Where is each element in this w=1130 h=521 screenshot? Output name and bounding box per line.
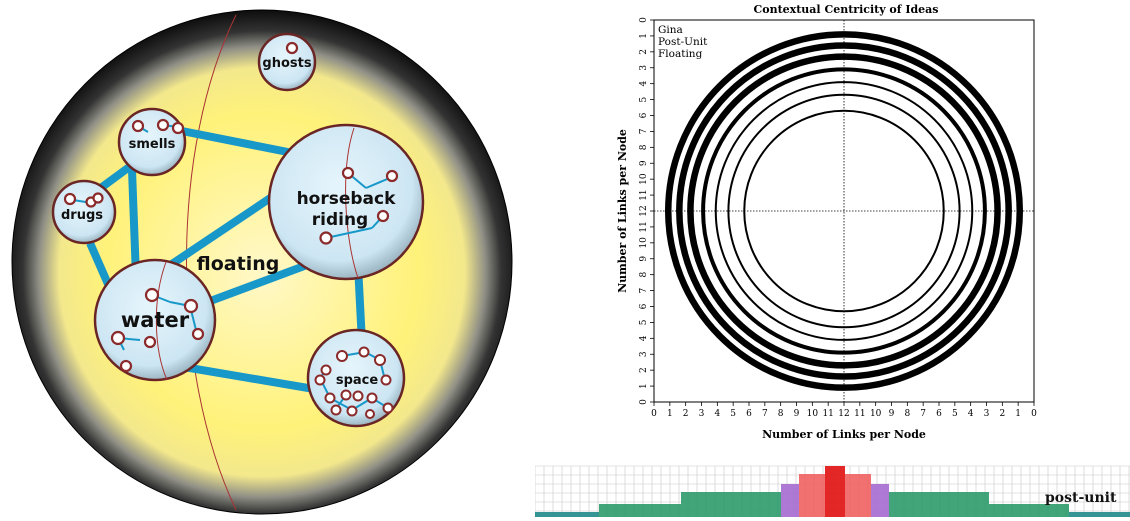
legend-gina: Gina bbox=[658, 24, 683, 36]
cluster-drugs: drugs bbox=[51, 179, 117, 245]
post-unit-strip: post-unit bbox=[534, 462, 1130, 517]
x-tick-label: 4 bbox=[714, 409, 720, 419]
legend-post-unit: Post-Unit bbox=[658, 36, 708, 48]
y-tick-label: 5 bbox=[639, 319, 649, 325]
link-smells-drugs bbox=[95, 161, 135, 194]
cluster-label-riding: riding bbox=[312, 210, 368, 230]
x-tick-label: 1 bbox=[667, 409, 673, 419]
x-tick-label: 0 bbox=[1031, 409, 1037, 419]
x-tick-label: 1 bbox=[1015, 409, 1021, 419]
strip-bar bbox=[781, 484, 799, 517]
y-tick-label: 8 bbox=[639, 144, 649, 150]
y-tick-label: 2 bbox=[639, 367, 649, 373]
y-tick-label: 7 bbox=[639, 128, 649, 134]
y-tick-label: 4 bbox=[639, 335, 649, 341]
x-tick-label: 5 bbox=[952, 409, 958, 419]
y-tick-label: 11 bbox=[639, 221, 649, 232]
x-tick-label: 3 bbox=[699, 409, 705, 419]
x-tick-label: 8 bbox=[778, 409, 784, 419]
cluster-horseback-riding: horseback riding bbox=[267, 123, 425, 281]
x-tick-label: 9 bbox=[794, 409, 800, 419]
strip-bar bbox=[681, 492, 781, 517]
cluster-space: space bbox=[306, 328, 406, 428]
x-tick-label: 0 bbox=[651, 409, 657, 419]
y-tick-label: 10 bbox=[639, 237, 649, 249]
y-tick-label: 10 bbox=[639, 173, 649, 185]
cluster-water: water bbox=[93, 258, 217, 382]
y-tick-label: 6 bbox=[639, 112, 649, 118]
y-tick-label: 8 bbox=[639, 272, 649, 278]
x-tick-label: 8 bbox=[904, 409, 910, 419]
cluster-ghosts: ghosts bbox=[257, 32, 317, 92]
strip-bar bbox=[1069, 512, 1130, 517]
x-tick-label: 11 bbox=[822, 409, 833, 419]
central-label-floating: floating bbox=[197, 253, 280, 275]
centricity-chart-panel: Contextual Centricity of Ideas Gina Post… bbox=[560, 0, 1130, 460]
x-tick-label: 2 bbox=[999, 409, 1005, 419]
strip-bar bbox=[825, 466, 845, 517]
link-water-horseback-b bbox=[203, 258, 317, 307]
y-tick-label: 5 bbox=[639, 96, 649, 102]
meridian-line bbox=[186, 14, 237, 511]
x-tick-label: 4 bbox=[968, 409, 974, 419]
strip-bar bbox=[599, 504, 681, 517]
y-tick-label: 3 bbox=[639, 65, 649, 71]
outer-sphere-edge bbox=[11, 9, 513, 515]
concept-map: ghosts smells drugs bbox=[11, 9, 513, 515]
post-unit-strip-panel: post-unit bbox=[534, 462, 1130, 517]
legend-floating: Floating bbox=[658, 48, 703, 60]
y-tick-label: 12 bbox=[639, 205, 649, 216]
centricity-chart: Contextual Centricity of Ideas Gina Post… bbox=[616, 3, 1037, 441]
strip-bar bbox=[889, 492, 989, 517]
y-tick-label: 0 bbox=[639, 399, 649, 405]
y-tick-label: 2 bbox=[639, 49, 649, 55]
y-axis-label: Number of Links per Node bbox=[616, 129, 629, 293]
y-tick-label: 4 bbox=[639, 81, 649, 87]
link-water-space bbox=[177, 362, 321, 394]
strip-bar bbox=[989, 504, 1069, 517]
cluster-label-drugs: drugs bbox=[61, 208, 103, 223]
cluster-label-water: water bbox=[121, 308, 190, 332]
x-tick-label: 5 bbox=[730, 409, 736, 419]
chart-title: Contextual Centricity of Ideas bbox=[754, 3, 939, 16]
strip-bar bbox=[871, 484, 889, 517]
x-tick-label: 7 bbox=[762, 409, 768, 419]
y-tick-label: 7 bbox=[639, 287, 649, 293]
y-tick-label: 1 bbox=[639, 383, 649, 389]
strip-bar bbox=[535, 512, 599, 517]
strip-label: post-unit bbox=[1045, 490, 1117, 506]
x-tick-label: 9 bbox=[889, 409, 895, 419]
cluster-label-ghosts: ghosts bbox=[262, 56, 311, 71]
crosshair bbox=[654, 20, 1034, 402]
x-tick-label: 2 bbox=[683, 409, 689, 419]
x-tick-label: 6 bbox=[936, 409, 942, 419]
y-tick-label: 9 bbox=[639, 160, 649, 166]
x-tick-label: 12 bbox=[838, 409, 849, 419]
y-tick-label: 11 bbox=[639, 189, 649, 200]
cluster-smells: smells bbox=[117, 107, 187, 177]
strip-bar bbox=[799, 474, 825, 517]
cluster-label-space: space bbox=[336, 373, 379, 388]
link-smells-water bbox=[128, 169, 140, 278]
cluster-label-horseback: horseback bbox=[297, 189, 397, 209]
x-axis-label: Number of Links per Node bbox=[762, 428, 926, 441]
y-tick-label: 3 bbox=[639, 351, 649, 357]
cluster-label-smells: smells bbox=[129, 137, 176, 152]
y-tick-label: 6 bbox=[639, 303, 649, 309]
x-tick-label: 10 bbox=[870, 409, 882, 419]
x-tick-label: 11 bbox=[854, 409, 865, 419]
x-tick-label: 10 bbox=[807, 409, 819, 419]
concept-map-panel: ghosts smells drugs bbox=[0, 0, 520, 517]
y-tick-label: 9 bbox=[639, 256, 649, 262]
strip-bars bbox=[535, 466, 1130, 517]
strip-bar bbox=[845, 474, 871, 517]
x-tick-label: 6 bbox=[746, 409, 752, 419]
ring-1 bbox=[665, 31, 1023, 391]
x-tick-label: 3 bbox=[984, 409, 990, 419]
y-tick-label: 1 bbox=[639, 33, 649, 39]
x-tick-label: 7 bbox=[920, 409, 926, 419]
y-tick-label: 0 bbox=[639, 17, 649, 23]
